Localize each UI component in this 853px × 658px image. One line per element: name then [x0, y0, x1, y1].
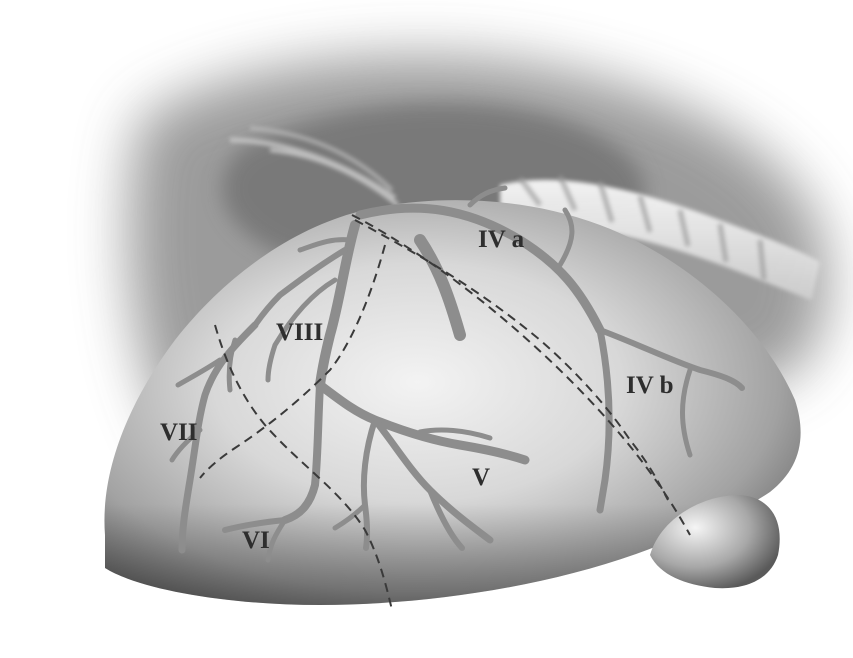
segment-label-viii: VIII [276, 319, 323, 346]
segment-label-vii: VII [160, 419, 198, 446]
segment-label-ivb: IV b [626, 372, 674, 399]
segment-label-v: V [472, 464, 490, 491]
segment-label-iva: IV a [478, 226, 525, 253]
segment-label-vi: VI [242, 527, 270, 554]
